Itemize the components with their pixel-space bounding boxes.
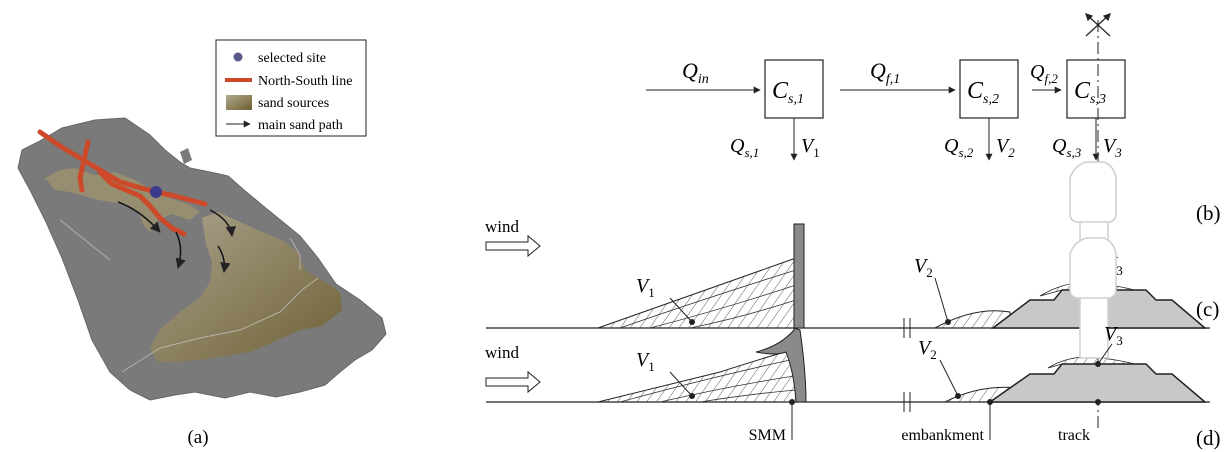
sand-layers (619, 269, 797, 329)
v3-section-label: V3 (1104, 323, 1123, 348)
selected-site-dot (150, 186, 162, 198)
north-south-line (37, 129, 208, 207)
embankment-label: embankment (901, 427, 984, 444)
qs2-label: Qs,2 (944, 135, 974, 160)
legend-dot-icon (233, 52, 243, 62)
v2-section-label: V2 (914, 255, 933, 280)
break-mark (903, 392, 911, 412)
sand-fence (793, 223, 805, 329)
wind-label-d: wind (485, 343, 520, 362)
smm-label: SMM (749, 427, 786, 444)
qs3-label: Qs,3 (1052, 135, 1082, 160)
sand-source-rub-al-khali (150, 212, 342, 362)
wind-label-c: wind (485, 217, 520, 236)
v1-leader (669, 371, 693, 397)
borders (59, 219, 319, 373)
q-in-label: Qin (682, 58, 709, 87)
control-box-3 (1066, 59, 1126, 119)
v2-flow-label: V2 (996, 135, 1015, 160)
v3-leader (1097, 343, 1113, 365)
track-marker-dot (1095, 399, 1101, 405)
panel-label-a: (a) (187, 427, 208, 448)
v3-flow-label: V3 (1103, 135, 1122, 160)
v3-leader-dot (1095, 361, 1101, 367)
v1-leader (669, 297, 693, 323)
sand-path-arrow (117, 201, 161, 233)
q-f1-label: Qf,1 (870, 58, 900, 87)
legend-swatch-icon (226, 95, 252, 110)
flow-diagram: Qin Qf,1 Qf,2 Cs,1 Cs,2 Cs,3 Qs,1 V1 Qs,… (646, 58, 1126, 161)
control-box-1 (764, 59, 824, 119)
sand-deposit-v1 (597, 257, 797, 329)
coast-feature (180, 148, 192, 164)
v2-leader-dot (945, 319, 951, 325)
sand-path-arrow (217, 245, 231, 274)
qs1-label: Qs,1 (730, 135, 759, 160)
embankment (987, 363, 1208, 403)
map-legend: selected site North-South line sand sour… (215, 39, 367, 137)
legend-label: North-South line (258, 74, 353, 89)
wind-arrow-icon (485, 370, 541, 394)
panel-label-b: (b) (1196, 201, 1221, 225)
sand-layers (619, 359, 797, 403)
v2-leader (939, 359, 959, 397)
north-south-line-south (97, 169, 187, 237)
sand-path-arrow (209, 209, 237, 238)
c2-label: Cs,2 (967, 78, 999, 107)
north-south-line-branch (77, 139, 91, 193)
control-box-2 (959, 59, 1019, 119)
c3-label: Cs,3 (1074, 78, 1106, 107)
v2-section-label: V2 (918, 337, 937, 362)
legend-label: selected site (258, 51, 326, 66)
break-mark (903, 318, 911, 338)
v1-section-label: V1 (636, 349, 655, 374)
legend-label: sand sources (258, 96, 329, 111)
sand-deposit-v1 (597, 349, 801, 403)
panel-label-c: (c) (1196, 297, 1219, 321)
smm-barrier (755, 327, 807, 403)
q-f2-label: Qf,2 (1030, 61, 1058, 86)
wind-arrow-icon (485, 234, 541, 258)
c1-label: Cs,1 (772, 78, 804, 107)
v1-section-label: V1 (636, 275, 655, 300)
v1-flow-label: V1 (801, 135, 820, 160)
cross-section-d: wind V1 V2 V3 SMM embankment track (485, 237, 1210, 444)
track-label: track (1058, 427, 1090, 444)
v1-leader-dot (689, 319, 695, 325)
centerline-symbol (1085, 13, 1111, 37)
v2-leader (934, 277, 949, 323)
legend-label: main sand path (258, 118, 343, 133)
train-outline (1069, 237, 1117, 359)
v2-leader-dot (955, 393, 961, 399)
panel-label-d: (d) (1196, 426, 1221, 450)
map-panel: selected site North-South line sand sour… (17, 39, 387, 448)
sand-path-arrow (175, 231, 186, 270)
v1-leader-dot (689, 393, 695, 399)
